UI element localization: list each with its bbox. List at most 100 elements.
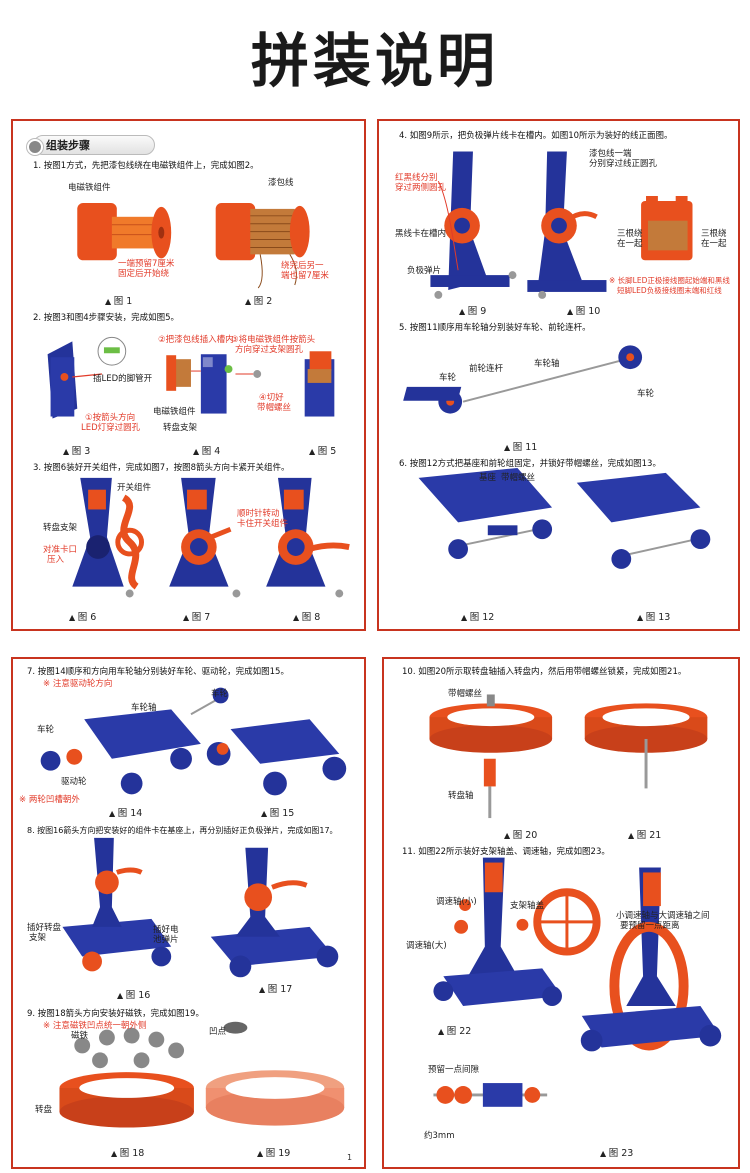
figure-8-caption: 图 8 [293, 609, 321, 623]
label-wire-end-a: 漆包线一端 [589, 149, 632, 159]
figure-15-caption: 图 15 [261, 805, 295, 819]
label-turntable-bracket: 转盘支架 [163, 423, 198, 433]
label-3mm: 约3mm [424, 1131, 455, 1141]
label-wire-end-b: 分别穿过线正圆孔 [589, 159, 658, 169]
label-negative-spring: 负极弹片 [407, 266, 442, 276]
label-red-black-b: 穿过两侧圆孔 [395, 183, 447, 193]
axle-assembly-illustration [403, 345, 643, 414]
coiled-electromagnet-illustration [215, 202, 310, 289]
label-wheel-top: 车轮 [211, 689, 229, 699]
switch-locked-illustration [266, 477, 350, 598]
label-bracket: 转盘支架 [43, 523, 78, 533]
label-dot: 凹点 [209, 1027, 227, 1037]
step-1-text: 1. 按图1方式，先把漆包线绕在电磁铁组件上，完成如图2。 [33, 161, 259, 171]
panel2-illustrations [403, 151, 711, 569]
label-step2-4a: ④切好 [259, 393, 284, 403]
label-disc: 转盘 [35, 1105, 53, 1115]
figure-7-caption: 图 7 [183, 609, 211, 623]
figure-19-caption: 图 19 [257, 1145, 291, 1159]
step-8-text: 8. 按图16箭头方向把安装好的组件卡在基座上，再分别插好正负极弹片，完成如图1… [27, 826, 338, 835]
label-reserve-2a: 绕完后另一 [281, 261, 324, 271]
note-led-b: 短脚LED负极接线圈末端和红线 [617, 286, 722, 295]
speed-shaft-illustration [433, 857, 601, 1006]
figure-1-caption: 图 1 [105, 293, 133, 307]
label-magnet: 磁铁 [71, 1031, 89, 1041]
figure-13-caption: 图 13 [637, 609, 671, 623]
page-number: 1 [347, 1153, 353, 1162]
label-step2-3a: ③将电磁铁组件按箭头 [231, 335, 316, 345]
label-enameled-wire: 漆包线 [268, 178, 294, 188]
label-speed-small: 调速轴(小) [436, 897, 477, 907]
label-rotate-b: 卡住开关组件 [237, 519, 289, 529]
panel3-illustrations [40, 687, 347, 1128]
figure-23-caption: 图 23 [600, 1145, 634, 1159]
label-red-black-a: 红黑线分别 [395, 173, 438, 183]
label-step2-1a: ①按箭头方向 [85, 413, 136, 423]
note-magnet-dot: ※ 注意磁铁凹点统一朝外侧 [43, 1021, 147, 1031]
label-electromagnet: 电磁铁组件 [68, 183, 111, 193]
label-rotate-a: 顺时针转动 [237, 509, 280, 519]
panel-steps-10-11: 10. 如图20所示取转盘轴插入转盘内，然后用带帽螺丝锁紧，完成如图21。 带帽… [382, 657, 740, 1169]
step-3-text: 3. 按图6装好开关组件，完成如图7，按图8箭头方向卡紧开关组件。 [33, 463, 290, 473]
label-black-wire: 黑线卡在槽内 [395, 229, 447, 239]
step-11-text: 11. 如图22所示装好支架轴盖、调速轴，完成如图23。 [402, 847, 610, 857]
base-assembled-illustration [576, 472, 711, 569]
figure-21-caption: 图 21 [628, 827, 662, 841]
chassis-assembled-illustration [210, 847, 339, 978]
label-insert-a: 插好转盘 [27, 923, 62, 933]
label-axle: 车轮轴 [534, 359, 560, 369]
label-three-b: 在一起 [617, 239, 643, 249]
label-electromagnet-2: 电磁铁组件 [153, 407, 196, 417]
figure-4-caption: 图 4 [193, 443, 221, 457]
label-insert-d: 池弹片 [153, 935, 179, 945]
drive-wheel-illustration [40, 687, 229, 795]
label-insert-b: 支架 [29, 933, 47, 943]
step-6-text: 6. 按图12方式把基座和前轮组固定，并锁好带帽螺丝，完成如图13。 [399, 459, 661, 469]
label-insert-c: 插好电 [153, 925, 179, 935]
figure-12-caption: 图 12 [461, 609, 495, 623]
figure-17-caption: 图 17 [259, 981, 293, 995]
label-gap-a: 小调速轴与大调速轴之间 [616, 911, 710, 921]
figure-14-caption: 图 14 [109, 805, 143, 819]
label-step2-1b: LED灯穿过圆孔 [81, 423, 141, 433]
figure-3-caption: 图 3 [63, 443, 91, 457]
magnet-disc-illustration [59, 1021, 248, 1128]
label-reserve-1a: 一端预留7厘米 [118, 259, 175, 269]
label-drive-wheel: 驱动轮 [61, 777, 87, 787]
label-base: 基座 [479, 473, 497, 483]
panel1-illustrations [47, 202, 350, 598]
bracket-illustration [47, 336, 127, 419]
turntable-assembled-illustration [584, 703, 708, 789]
bracket-coil-illustration [166, 354, 262, 414]
note-led-a: ※ 长脚LED正极接线圈起始端和黑线 [609, 276, 730, 285]
note-drive-direction: ※ 注意驱动轮方向 [43, 679, 113, 689]
label-axle-7: 车轮轴 [131, 703, 157, 713]
label-wheel-left: 车轮 [439, 373, 457, 383]
label-three-a: 三根绕 [617, 229, 643, 239]
figure-20-caption: 图 20 [504, 827, 538, 841]
label-cap-screw-10: 带帽螺丝 [448, 689, 483, 699]
label-switch: 开关组件 [117, 483, 152, 493]
label-wheel-right: 车轮 [637, 389, 655, 399]
magnet-disc-assembled-illustration [205, 1070, 345, 1126]
panel-steps-1-3: 组装步骤 1. 按图1方式，先把漆包线绕在电磁铁组件上，完成如图2。 电磁铁组件… [11, 119, 366, 631]
step-2-text: 2. 按图3和图4步骤安装，完成如图5。 [33, 313, 180, 323]
figure-2-caption: 图 2 [245, 293, 273, 307]
label-gap-b: 要预留一点距离 [620, 921, 680, 931]
label-leave-gap: 预留一点间隙 [428, 1065, 480, 1075]
panel-steps-4-6: 4. 如图9所示，把负极弹片线卡在槽内。如图10所示为装好的线正面图。 红黑线分… [377, 119, 740, 631]
base-front-illustration [418, 467, 553, 559]
negative-spring-illustration [430, 151, 517, 299]
label-three-d: 在一起 [701, 239, 727, 249]
switch-assembled-illustration [169, 477, 241, 598]
page-title: 拼装说明 [250, 27, 499, 95]
figure-11-caption: 图 11 [504, 439, 538, 453]
label-align-a: 对准卡口 [43, 545, 78, 555]
label-wheel-left-7: 车轮 [37, 725, 55, 735]
label-three-c: 三根绕 [701, 229, 727, 239]
coil-detail-illustration [641, 195, 693, 261]
wire-front-illustration [527, 151, 607, 299]
figure-9-caption: 图 9 [459, 303, 487, 317]
label-turntable-shaft: 转盘轴 [448, 791, 474, 801]
figure-18-caption: 图 18 [111, 1145, 145, 1159]
